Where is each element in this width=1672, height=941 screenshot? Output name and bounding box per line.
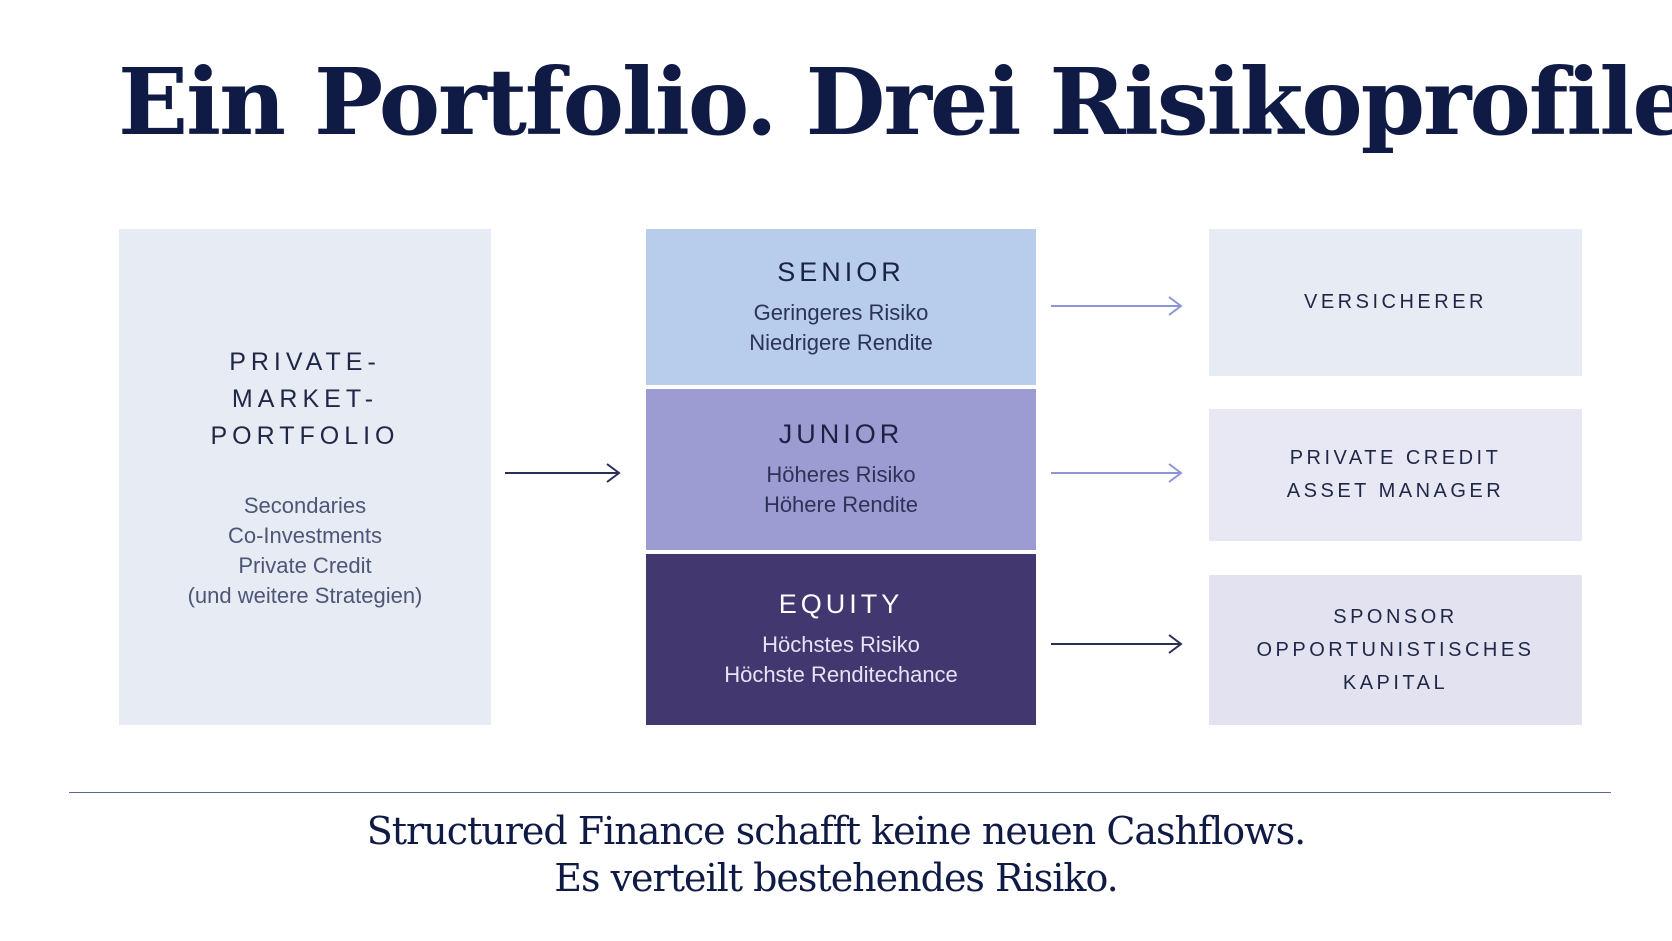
tranche-description: Höheres Risiko Höhere Rendite — [764, 460, 918, 520]
footer-line: Structured Finance schafft keine neuen C… — [366, 809, 1306, 853]
footer-statement: Structured Finance schafft keine neuen C… — [0, 808, 1672, 902]
tranche-line: Höhere Rendite — [763, 492, 919, 517]
portfolio-title-line: MARKET- — [231, 384, 379, 413]
investor-line: PRIVATE CREDIT — [1289, 447, 1502, 469]
investor-line: VERSICHERER — [1304, 291, 1487, 313]
tranche-name: EQUITY — [778, 589, 904, 619]
tranche-junior: JUNIOR Höheres Risiko Höhere Rendite — [646, 389, 1036, 550]
arrow-right-icon — [505, 463, 621, 483]
strategy-item: Secondaries — [243, 492, 367, 518]
arrow-right-icon — [1051, 463, 1183, 483]
investor-label: VERSICHERER — [1304, 286, 1487, 319]
arrow-right-icon — [1051, 634, 1183, 654]
investor-line: SPONSOR — [1333, 605, 1458, 628]
footer-line: Es verteilt bestehendes Risiko. — [554, 856, 1119, 900]
strategy-item: Private Credit — [238, 552, 372, 578]
investor-private-credit: PRIVATE CREDIT ASSET MANAGER — [1209, 409, 1582, 541]
portfolio-title: PRIVATE- MARKET- PORTFOLIO — [210, 344, 399, 455]
strategy-item: Co-Investments — [227, 522, 383, 548]
arrow-right-icon — [1051, 296, 1183, 316]
portfolio-title-line: PORTFOLIO — [210, 421, 400, 450]
page-title: Ein Portfolio. Drei Risikoprofile. — [118, 48, 1672, 156]
strategy-list: Secondaries Co-Investments Private Credi… — [188, 491, 423, 611]
strategy-item: (und weitere Strategien) — [187, 582, 423, 608]
tranche-senior: SENIOR Geringeres Risiko Niedrigere Rend… — [646, 229, 1036, 385]
investor-line: KAPITAL — [1342, 671, 1449, 694]
tranche-line: Höheres Risiko — [766, 462, 916, 487]
investor-insurers: VERSICHERER — [1209, 229, 1582, 376]
investor-label: PRIVATE CREDIT ASSET MANAGER — [1287, 442, 1504, 508]
divider — [69, 792, 1611, 793]
tranche-line: Höchstes Risiko — [762, 632, 920, 657]
tranche-description: Geringeres Risiko Niedrigere Rendite — [749, 298, 932, 358]
tranche-line: Geringeres Risiko — [753, 299, 929, 325]
tranche-description: Höchstes Risiko Höchste Renditechance — [724, 630, 958, 690]
investor-sponsor: SPONSOR OPPORTUNISTISCHES KAPITAL — [1209, 575, 1582, 725]
tranche-name: SENIOR — [777, 256, 905, 287]
tranche-equity: EQUITY Höchstes Risiko Höchste Renditech… — [646, 554, 1036, 725]
tranche-name: JUNIOR — [778, 419, 904, 449]
portfolio-title-line: PRIVATE- — [229, 347, 381, 376]
investor-line: ASSET MANAGER — [1286, 480, 1505, 502]
tranche-line: Höchste Renditechance — [724, 662, 958, 687]
tranche-line: Niedrigere Rendite — [749, 329, 933, 355]
investor-label: SPONSOR OPPORTUNISTISCHES KAPITAL — [1256, 601, 1534, 700]
investor-line: OPPORTUNISTISCHES — [1256, 638, 1535, 661]
portfolio-box: PRIVATE- MARKET- PORTFOLIO Secondaries C… — [119, 229, 491, 725]
